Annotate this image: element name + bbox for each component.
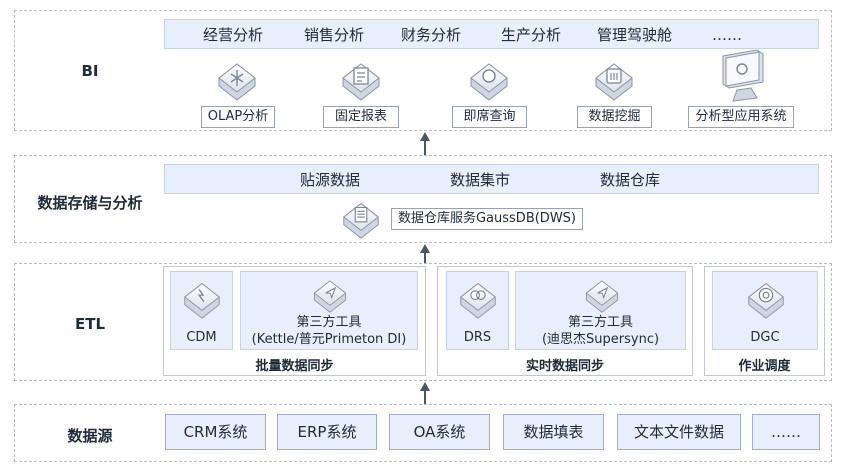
dws-icon (343, 203, 379, 239)
realtime-third-party-icon (585, 280, 619, 313)
cdm-label: CDM (186, 330, 217, 345)
realtime-sync-title: 实时数据同步 (525, 359, 604, 374)
batch-third-party-label: 第三方工具 (Kettle/普元Primeton DI) (251, 315, 407, 347)
drs-card: DRS (446, 271, 509, 350)
bi-category-cockpit: 管理驾驶舱 (597, 26, 673, 44)
dgc-card: DGC (712, 271, 818, 350)
cdm-card: CDM (170, 271, 233, 350)
storage-category-source: 贴源数据 (300, 171, 361, 189)
data-mining-icon (595, 63, 633, 101)
storage-layer-label: 数据存储与分析 (37, 194, 143, 212)
query-icon (470, 63, 508, 101)
bi-category-band: 经营分析 销售分析 财务分析 生产分析 管理驾驶舱 …… (164, 19, 819, 49)
batch-sync-panel: CDM 第三方工具 (Kettle/普元Primeton DI) 批量数据同步 (163, 266, 426, 376)
etl-layer-label: ETL (74, 315, 106, 333)
olap-icon (218, 63, 256, 101)
source-form-fill: 数据填表 (503, 414, 604, 450)
dws-service-label: 数据仓库服务GaussDB(DWS) (391, 208, 583, 230)
bi-category-sales: 销售分析 (304, 26, 365, 44)
bi-layer-label: BI (81, 62, 99, 80)
job-schedule-title: 作业调度 (738, 359, 791, 374)
tool-label-query: 即席查询 (452, 106, 527, 128)
monitor-icon (722, 49, 764, 102)
tool-label-mining: 数据挖掘 (577, 106, 652, 128)
bi-category-operation: 经营分析 (203, 26, 264, 44)
tool-label-analytics-app: 分析型应用系统 (688, 106, 794, 128)
storage-category-band: 贴源数据 数据集市 数据仓库 (164, 164, 819, 194)
source-oa: OA系统 (389, 414, 490, 450)
arrow-etl-to-storage (420, 244, 430, 265)
dgc-label: DGC (750, 330, 780, 345)
batch-third-party-card: 第三方工具 (Kettle/普元Primeton DI) (240, 271, 418, 350)
job-schedule-panel: DGC 作业调度 (704, 266, 825, 376)
tool-label-olap: OLAP分析 (201, 106, 275, 128)
batch-sync-title: 批量数据同步 (255, 359, 334, 374)
drs-icon (460, 283, 496, 319)
source-erp: ERP系统 (277, 414, 377, 450)
source-layer-label: 数据源 (67, 427, 113, 445)
batch-third-party-icon (313, 280, 347, 313)
storage-category-mart: 数据集市 (450, 171, 511, 189)
arrow-source-to-etl (420, 382, 430, 405)
source-more: …… (752, 414, 820, 450)
source-text-file: 文本文件数据 (617, 414, 741, 450)
drs-label: DRS (463, 330, 492, 345)
realtime-third-party-label: 第三方工具 (迪思杰Supersync) (541, 315, 660, 347)
bi-category-finance: 财务分析 (401, 26, 462, 44)
dgc-icon (748, 283, 784, 319)
source-layer: 数据源 (14, 404, 832, 462)
source-crm: CRM系统 (165, 414, 266, 450)
arrow-storage-to-bi (420, 132, 430, 156)
realtime-sync-panel: DRS 第三方工具 (迪思杰Supersync) 实时数据同步 (437, 266, 693, 376)
cdm-icon (184, 283, 220, 319)
report-icon (342, 63, 380, 101)
realtime-third-party-card: 第三方工具 (迪思杰Supersync) (515, 271, 686, 350)
tool-label-report: 固定报表 (323, 106, 399, 128)
storage-category-warehouse: 数据仓库 (600, 171, 661, 189)
bi-category-more: …… (712, 26, 742, 44)
bi-category-production: 生产分析 (501, 26, 562, 44)
